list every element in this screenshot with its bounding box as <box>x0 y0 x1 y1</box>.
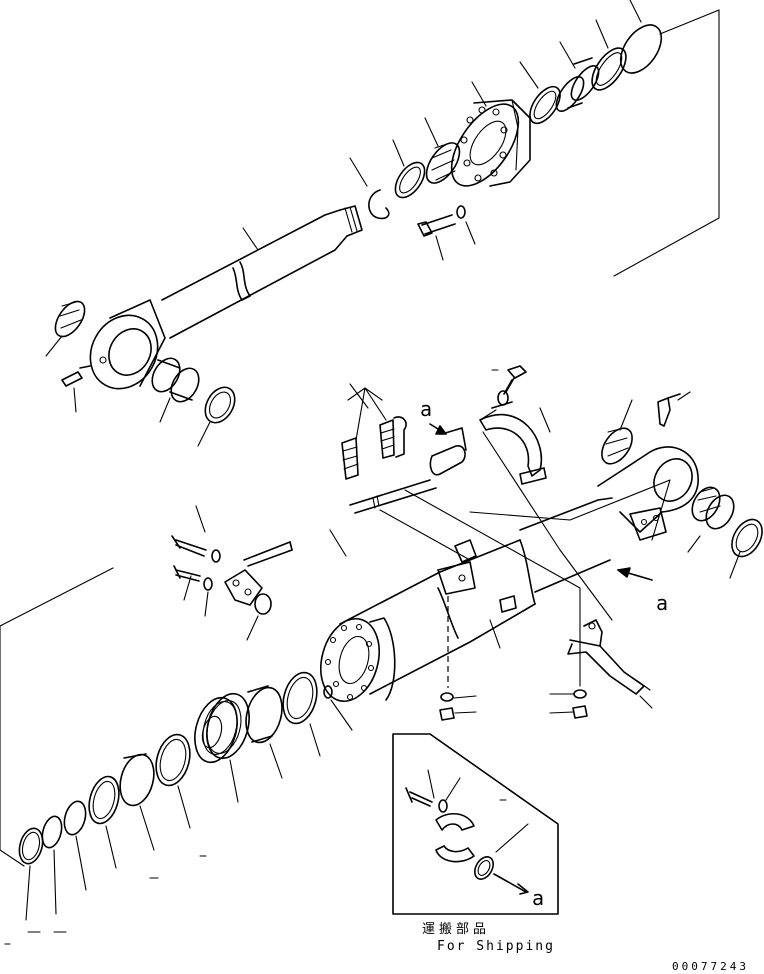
piston-group <box>0 567 353 945</box>
piston-ring <box>245 686 283 744</box>
wear-ring-1 <box>282 671 318 725</box>
inset-title-jp: 運搬部品 <box>422 922 490 937</box>
shipping-inset <box>392 733 559 915</box>
wear-ring-2 <box>155 733 191 787</box>
grease-fitting <box>61 365 91 387</box>
snap-ring-lower <box>18 827 44 865</box>
band-clamp-upper <box>479 365 613 621</box>
elbow-fitting <box>429 427 467 476</box>
drawing-code: 00077243 <box>672 960 749 973</box>
callout-label-a-right: a <box>656 591 668 615</box>
bracket-hardware <box>439 689 588 721</box>
backup-ring-lower <box>88 775 120 825</box>
seal-ring <box>54 300 86 338</box>
rod-end-bushing <box>151 357 200 403</box>
tube-bracket <box>437 539 517 613</box>
rod-packing <box>529 85 561 125</box>
buffer-ring <box>425 142 461 184</box>
dust-seal-rod-end <box>204 386 236 424</box>
cylinder-head <box>450 99 531 187</box>
backup-ring-small <box>41 815 63 849</box>
rod-assembly <box>45 0 720 447</box>
backup-ring <box>591 47 627 91</box>
bottom-bushing <box>691 486 735 530</box>
flange-o-ring <box>254 593 272 615</box>
inset-ring <box>474 856 494 880</box>
snap-ring <box>368 189 390 220</box>
inset-bolt <box>409 791 433 807</box>
bottom-seal <box>601 427 633 465</box>
head-bolt <box>417 205 466 237</box>
callout-arrows <box>429 423 653 581</box>
pipe-flange <box>224 569 263 606</box>
piston-seal <box>119 753 155 807</box>
flange-bolt-holes <box>324 623 375 701</box>
flange-bolt-long <box>175 539 207 557</box>
dust-seal <box>394 161 426 199</box>
inset-clamp-lower <box>435 845 475 863</box>
set-screw <box>323 685 333 699</box>
bushing <box>555 57 600 112</box>
tube-bottom-eye <box>597 393 699 541</box>
hose-clamps <box>341 416 407 480</box>
callout-label-a-inset: a <box>532 886 544 910</box>
inset-title-en: For Shipping <box>437 939 555 954</box>
bottom-dust-seal <box>731 518 763 558</box>
band-clamp-lower <box>567 619 653 709</box>
inset-clamp-upper <box>435 813 475 831</box>
callout-label-a-upper: a <box>420 397 432 421</box>
cylinder-tube <box>320 391 763 703</box>
o-ring-lower <box>63 800 87 836</box>
o-ring <box>619 24 663 74</box>
piston <box>194 692 250 764</box>
piston-rod <box>89 205 363 390</box>
